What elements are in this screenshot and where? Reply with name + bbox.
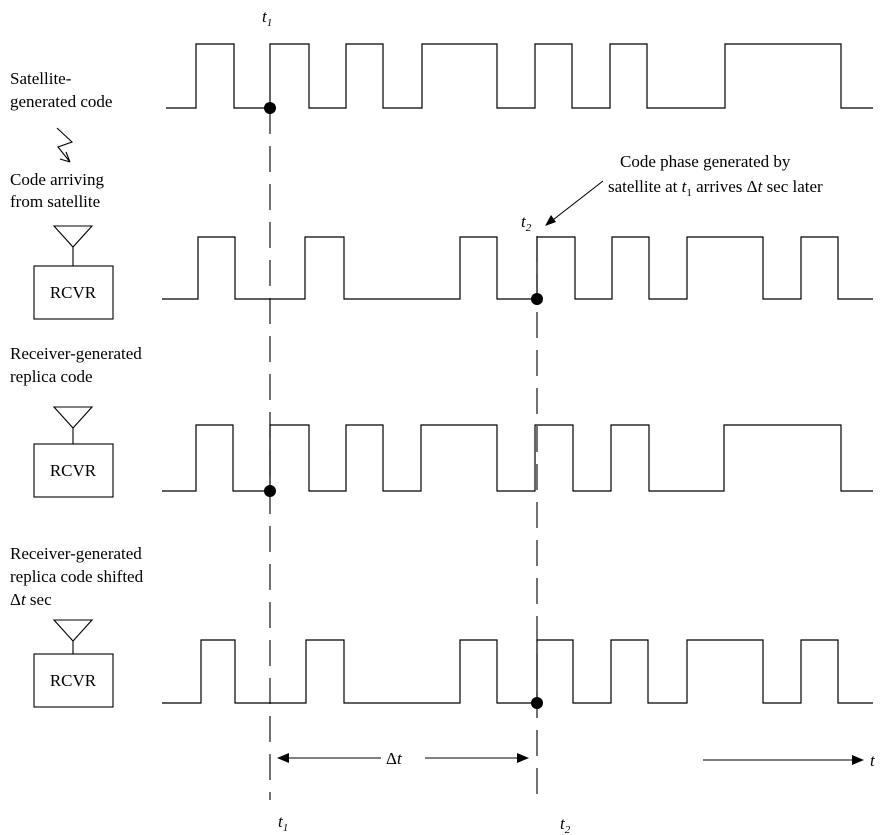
delta-symbol: Δ bbox=[10, 590, 21, 609]
antenna-icon bbox=[52, 406, 94, 429]
time-axis-arrowhead-icon bbox=[852, 755, 864, 765]
row-label-shifted: Receiver-generated replica code shifted … bbox=[10, 544, 144, 609]
phase-dot-arriving bbox=[531, 293, 543, 305]
row-label-shifted-line1: Receiver-generated bbox=[10, 544, 142, 563]
waveform-shifted-replica-code bbox=[162, 639, 873, 704]
waveform-satellite-code bbox=[166, 43, 873, 109]
waveform-replica-code bbox=[162, 424, 873, 492]
receiver-label: RCVR bbox=[50, 671, 97, 690]
waveform-arriving-code bbox=[162, 236, 873, 300]
t-symbol: t bbox=[21, 590, 27, 609]
time-axis-arrow: t bbox=[703, 751, 876, 770]
left-arrowhead-icon bbox=[277, 753, 289, 763]
t2-bottom-label: t2 bbox=[560, 814, 571, 835]
receiver-1: RCVR bbox=[33, 225, 114, 320]
signal-zigzag-icon bbox=[56, 127, 74, 163]
row-label-shifted-line2: replica code shifted bbox=[10, 567, 144, 586]
receiver-box bbox=[33, 265, 114, 320]
antenna-icon bbox=[52, 225, 94, 248]
row-label-replica: Receiver-generated replica code bbox=[10, 344, 142, 386]
sec-text: sec bbox=[26, 590, 52, 609]
t1-bottom-label: t1 bbox=[278, 812, 288, 834]
phase-dot-satellite bbox=[264, 102, 276, 114]
right-arrowhead-icon bbox=[517, 753, 529, 763]
row-label-arriving-line1: Code arriving bbox=[10, 170, 104, 189]
row-label-replica-line2: replica code bbox=[10, 367, 93, 386]
row-label-satellite: Satellite- generated code bbox=[10, 69, 112, 111]
row-label-arriving-line2: from satellite bbox=[10, 192, 100, 211]
row-label-satellite-line2: generated code bbox=[10, 92, 112, 111]
annotation-arrow bbox=[548, 180, 604, 224]
annotation-arrowhead bbox=[545, 215, 556, 226]
receiver-2: RCVR bbox=[33, 406, 114, 498]
receiver-3: RCVR bbox=[33, 619, 114, 708]
t1-top-label: t1 bbox=[262, 7, 272, 29]
delta-t-label: Δt bbox=[386, 749, 403, 768]
row-label-arriving: Code arriving from satellite bbox=[10, 170, 104, 211]
receiver-label: RCVR bbox=[50, 461, 97, 480]
row-label-replica-line1: Receiver-generated bbox=[10, 344, 142, 363]
phase-dot-shifted bbox=[531, 697, 543, 709]
row-label-satellite-line1: Satellite- bbox=[10, 69, 72, 88]
receiver-box bbox=[33, 443, 114, 498]
phase-dot-replica bbox=[264, 485, 276, 497]
annotation-line2: satellite at t1 arrives Δt sec later bbox=[608, 177, 823, 199]
receiver-label: RCVR bbox=[50, 283, 97, 302]
row-label-shifted-line3: Δt sec bbox=[10, 590, 52, 609]
delta-t-interval-arrow: Δt bbox=[277, 749, 529, 768]
time-axis-label: t bbox=[870, 751, 876, 770]
annotation-line1: Code phase generated by bbox=[620, 152, 791, 171]
antenna-icon bbox=[52, 619, 94, 642]
t2-arrival-label: t2 bbox=[521, 212, 532, 234]
receiver-box bbox=[33, 653, 114, 708]
